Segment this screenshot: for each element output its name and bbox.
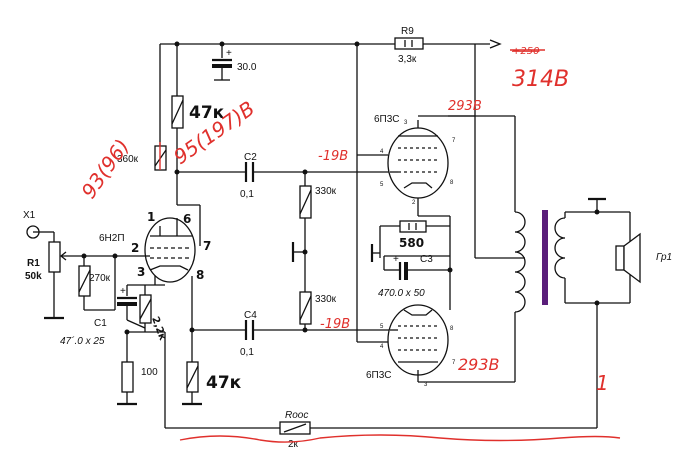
- c4-ref: C4: [244, 310, 257, 321]
- output-cathode-network: 580 + C3 470.0 x 50: [370, 198, 453, 310]
- resistor-360k-value: 360к: [117, 154, 139, 165]
- grid-top-value: 330к: [315, 186, 337, 197]
- svg-text:8: 8: [450, 326, 454, 332]
- bias-ground: [291, 242, 308, 262]
- plate-resistor: 47к: [171, 95, 225, 129]
- roos-ref: Rooc: [285, 410, 308, 421]
- output-transformer: [448, 115, 631, 382]
- svg-text:7: 7: [452, 138, 456, 144]
- filter-cap-value: 30.0: [237, 62, 257, 73]
- svg-text:5: 5: [380, 182, 384, 188]
- tube-in-ref: 6Н2П: [99, 233, 125, 244]
- v-grid-bot: -19В: [320, 317, 350, 332]
- svg-text:3: 3: [404, 120, 408, 126]
- svg-text:7: 7: [452, 360, 456, 366]
- v-plate-bot: 293В: [458, 355, 500, 374]
- input-tube: 6Н2П 1 6 2 7 3 8: [99, 204, 211, 330]
- r1-pot: R1 50k: [25, 232, 140, 320]
- plate-res-hand-value: 47к: [189, 103, 225, 123]
- r9-value: 3,3к: [398, 54, 417, 65]
- output-tube-top: 6П3С 3 4 5 8 7 2: [357, 114, 475, 206]
- svg-text:3: 3: [137, 265, 145, 279]
- v-plate-top: 293В: [448, 99, 482, 114]
- svg-text:2: 2: [412, 200, 416, 206]
- x1-ref: X1: [23, 210, 36, 221]
- fb-mark: 1: [596, 371, 609, 395]
- grid-bottom-value: 330к: [315, 294, 337, 305]
- cath-res2-value: 100: [141, 367, 158, 378]
- r9-ref: R9: [401, 26, 414, 37]
- c3-value: 470.0 x 50: [378, 288, 425, 299]
- cath-out-value: 580: [399, 236, 424, 250]
- input-grid-resistor: 270к: [78, 256, 116, 311]
- lower-resistor-47k: 47к: [182, 330, 242, 406]
- filter-capacitor: + 30.0: [212, 48, 257, 81]
- speaker: Гр1: [615, 232, 672, 284]
- c1-ref: C1: [94, 318, 107, 329]
- svg-text:2: 2: [131, 241, 139, 255]
- svg-text:+: +: [226, 48, 232, 59]
- svg-text:5: 5: [380, 324, 384, 330]
- v-plate-in: 93(96): [76, 135, 134, 203]
- output-tube-bottom: 6П3С 5 4 8 7 3: [357, 304, 515, 388]
- svg-text:6: 6: [183, 212, 191, 226]
- svg-text:8: 8: [450, 180, 454, 186]
- tube-top-ref: 6П3С: [374, 114, 400, 125]
- cathode-network: + C1 47´.0 x 25 100 2,2к: [60, 276, 168, 428]
- supply-old: +250: [512, 46, 539, 57]
- c3-ref: C3: [420, 254, 433, 265]
- svg-text:+: +: [120, 286, 126, 297]
- c2-value: 0,1: [240, 189, 254, 200]
- tube-bot-ref: 6П3С: [366, 370, 392, 381]
- svg-text:1: 1: [147, 210, 155, 224]
- svg-text:4: 4: [380, 149, 384, 155]
- c4-coupling: C4 0,1: [189, 310, 390, 358]
- svg-text:+: +: [393, 254, 399, 265]
- v-grid-top: -19В: [318, 149, 348, 164]
- r1-ref: R1: [27, 258, 40, 269]
- c2-ref: C2: [244, 152, 257, 163]
- r9-resistor: R9 3,3к: [394, 26, 424, 65]
- roos-value: 2к: [288, 439, 299, 450]
- cath-res-hand-value: 2,2к: [149, 315, 168, 342]
- svg-text:7: 7: [203, 239, 211, 253]
- svg-text:8: 8: [196, 268, 204, 282]
- c4-value: 0,1: [240, 347, 254, 358]
- grid-resistor-bottom: 330к: [299, 291, 337, 330]
- input-jack: X1: [23, 210, 54, 239]
- c2-coupling: C2 0,1: [174, 152, 390, 200]
- power-rail: [159, 39, 502, 342]
- grid-resistor-top: 330к: [299, 172, 337, 292]
- svg-text:4: 4: [380, 344, 384, 350]
- speaker-ref: Гр1: [656, 252, 672, 263]
- c1-value: 47´.0 x 25: [60, 335, 105, 347]
- feedback-path: Rooc 2к: [165, 303, 598, 450]
- r-grid-in-value: 270к: [89, 273, 111, 284]
- r1-value: 50k: [25, 271, 42, 282]
- supply-new: 314В: [512, 67, 569, 92]
- svg-text:3: 3: [424, 382, 428, 388]
- cath-res3-hand-value: 47к: [206, 373, 242, 393]
